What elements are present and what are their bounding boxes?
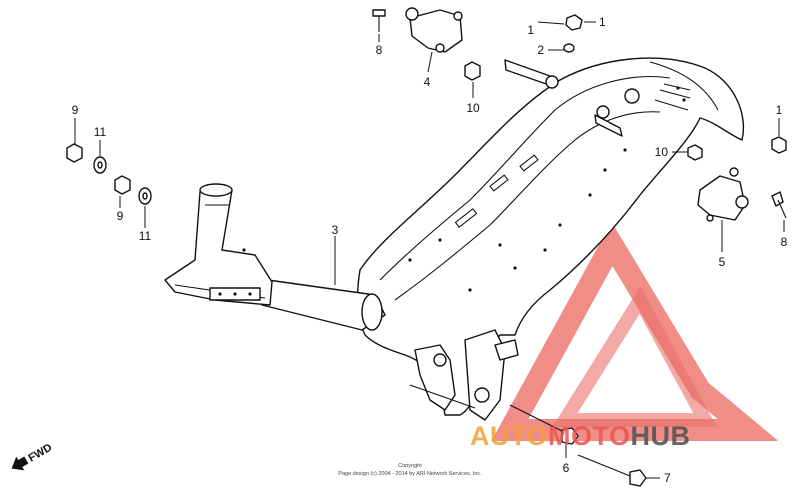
lower-bracket — [409, 329, 519, 421]
nut-icon — [771, 136, 787, 154]
mount-stud — [594, 88, 640, 137]
fwd-label: FWD — [26, 442, 54, 465]
front-tube — [164, 183, 386, 331]
washer-icon — [563, 43, 575, 53]
callout-9: 9 — [72, 103, 79, 117]
nut-icon — [464, 61, 481, 81]
callout-1: 1 — [776, 103, 783, 117]
bolt-icon — [771, 191, 787, 219]
bolt-icon — [509, 404, 579, 445]
callout-5: 5 — [719, 255, 726, 269]
bolt-icon — [372, 9, 386, 32]
callout-1: 1 — [527, 23, 534, 37]
callout-labels: 1 1 1 2 3 4 5 6 7 8 8 9 9 10 10 11 11 — [72, 15, 788, 485]
engine-hanger-upper — [405, 7, 463, 53]
watermark-part-moto: MOTO — [548, 421, 631, 451]
callout-6: 6 — [563, 461, 570, 475]
fwd-indicator: FWD — [11, 442, 54, 471]
engine-hanger-side — [697, 167, 749, 222]
arrow-left-icon — [11, 456, 29, 471]
bolt-icon — [577, 454, 647, 487]
callout-10: 10 — [466, 101, 480, 115]
axle-stub — [504, 59, 559, 89]
washer-icon — [138, 187, 152, 205]
callout-4: 4 — [424, 75, 431, 89]
washer-icon — [93, 156, 107, 174]
copyright-line-2: Page design (c) 2004 - 2014 by ARI Netwo… — [338, 471, 482, 477]
watermark-text: AUTOMOTOHUB — [470, 421, 691, 451]
nut-icon — [687, 144, 703, 161]
callout-7: 7 — [664, 471, 671, 485]
callout-8: 8 — [781, 235, 788, 249]
copyright-notice: Copyright Page design (c) 2004 - 2014 by… — [338, 463, 482, 477]
leader-lines — [74, 21, 785, 479]
watermark-part-auto: AUTO — [470, 421, 548, 451]
callout-3: 3 — [332, 223, 339, 237]
callout-8: 8 — [376, 43, 383, 57]
callout-11: 11 — [139, 229, 152, 243]
watermark-logo-icon — [491, 221, 779, 441]
callout-10: 10 — [655, 145, 669, 159]
callout-11: 11 — [94, 125, 107, 139]
nut-icon — [565, 14, 583, 31]
callout-2: 2 — [537, 43, 544, 57]
watermark-part-hub: HUB — [631, 421, 691, 451]
nut-icon — [114, 175, 131, 195]
nut-icon — [66, 143, 83, 163]
callout-1: 1 — [599, 15, 606, 29]
copyright-line-1: Copyright — [398, 463, 422, 469]
callout-9: 9 — [117, 209, 124, 223]
